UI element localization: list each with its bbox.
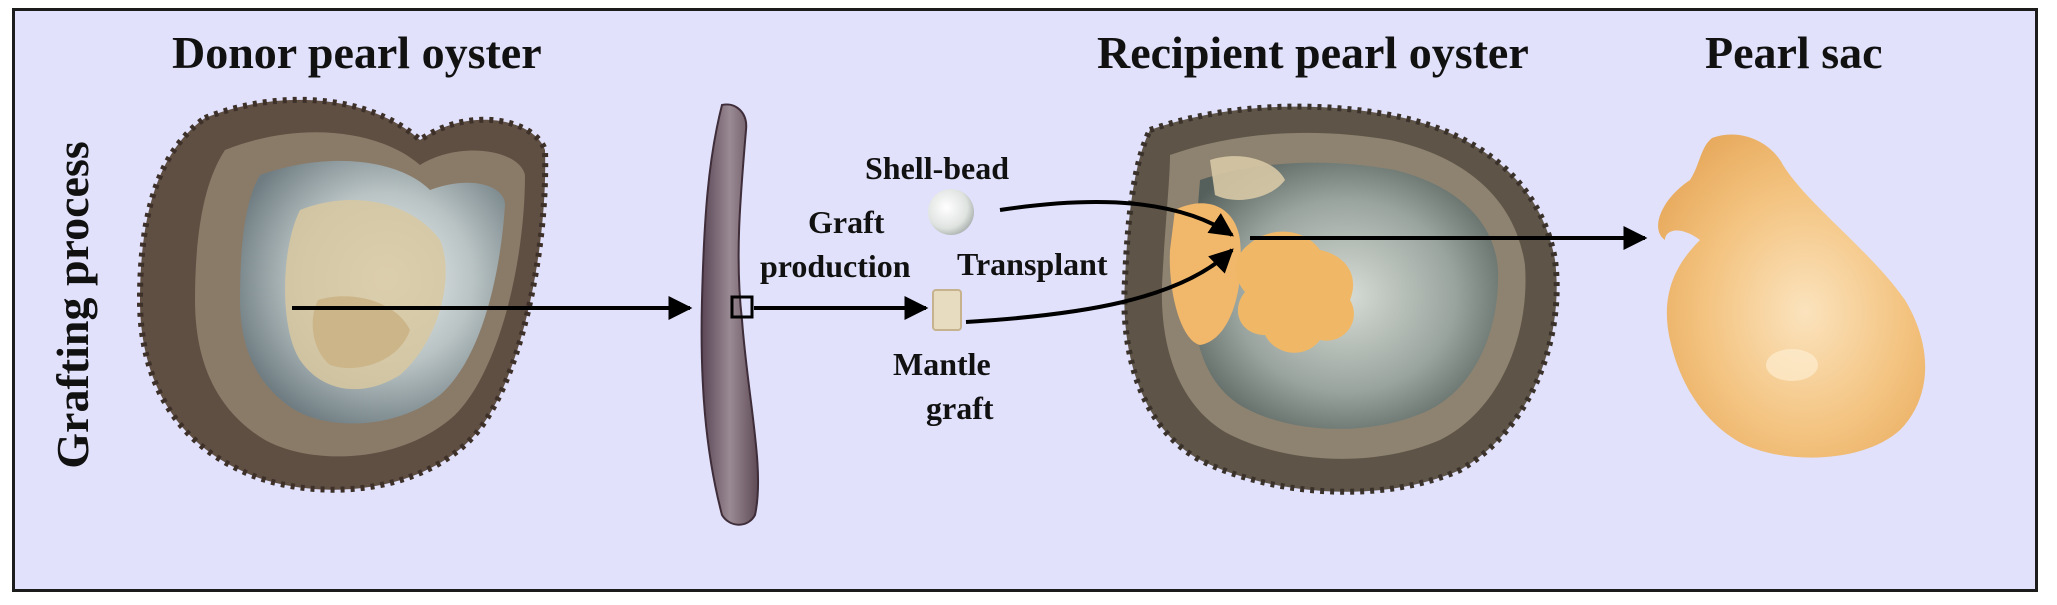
donor-title: Donor pearl oyster	[172, 27, 542, 78]
shell-bead-label: Shell-bead	[865, 150, 1010, 186]
mantle-graft-image	[932, 289, 962, 331]
donor-oyster-image	[136, 96, 549, 493]
pearl-sac-image	[1658, 134, 1926, 458]
arrow-bead-transplant	[999, 200, 1234, 237]
production-label: production	[760, 248, 911, 284]
transplant-label: Transplant	[957, 246, 1108, 282]
shell-bead-image	[928, 189, 974, 235]
mantle-graft-label: graft	[926, 390, 994, 426]
side-title: Grafting process	[47, 141, 98, 469]
arrow-graft-transplant	[965, 248, 1234, 324]
excision-box	[730, 295, 754, 319]
graft-label: Graft	[808, 204, 885, 240]
recipient-title: Recipient pearl oyster	[1097, 27, 1529, 78]
pearl-sac-title: Pearl sac	[1705, 27, 1883, 78]
recipient-oyster-image	[1121, 103, 1560, 495]
mantle-strip-image	[700, 103, 760, 526]
mantle-label: Mantle	[893, 346, 991, 382]
